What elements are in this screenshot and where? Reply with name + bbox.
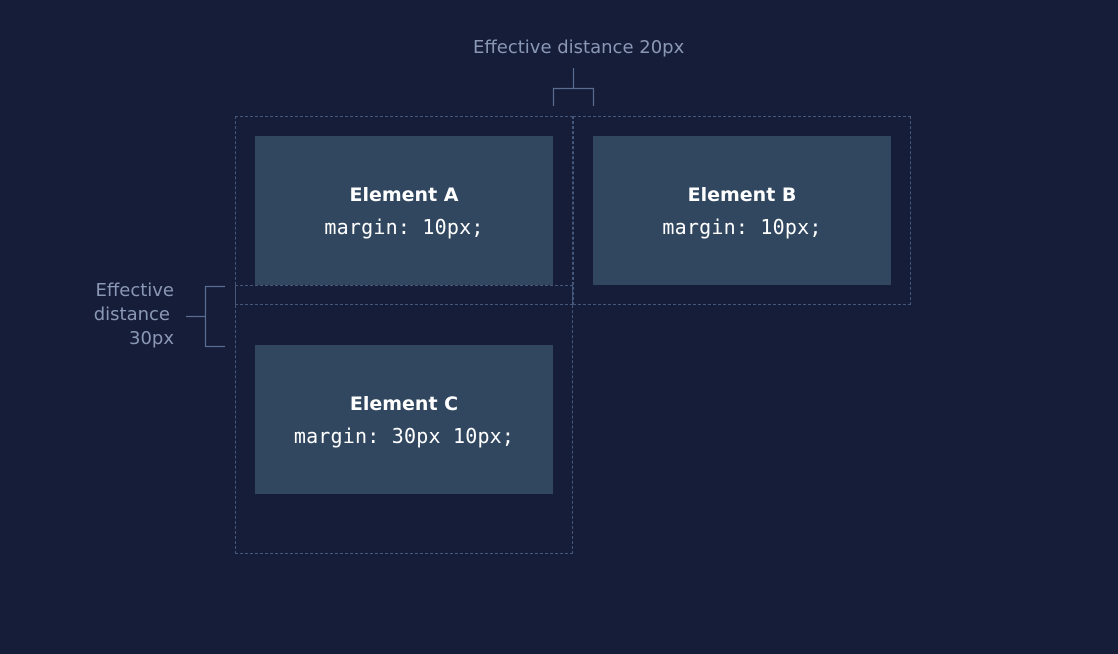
left-distance-label-line-1: Effective: [95, 280, 174, 301]
element-c-box: Element C margin: 30px 10px;: [255, 345, 553, 494]
element-c-margin-rule: margin: 30px 10px;: [293, 423, 515, 448]
element-c-margin-outline: [235, 285, 573, 554]
top-distance-label: Effective distance 20px: [473, 37, 685, 58]
left-bracket: [204, 285, 225, 348]
element-a-box: Element A margin: 10px;: [255, 136, 553, 285]
element-a-title: Element A: [349, 183, 459, 206]
element-a-margin-rule: margin: 10px;: [324, 214, 484, 239]
element-b-title: Element B: [687, 183, 797, 206]
element-a-margin-outline: [235, 116, 573, 305]
left-distance-label: Effective distance 30px: [80, 279, 174, 351]
left-distance-label-line-3: 30px: [129, 328, 174, 349]
element-c-title: Element C: [349, 392, 459, 415]
element-b-margin-outline: [573, 116, 911, 305]
top-bracket: [552, 87, 595, 106]
element-b-box: Element B margin: 10px;: [593, 136, 891, 285]
element-b-margin-rule: margin: 10px;: [662, 214, 822, 239]
left-distance-label-line-2: distance: [93, 304, 170, 325]
